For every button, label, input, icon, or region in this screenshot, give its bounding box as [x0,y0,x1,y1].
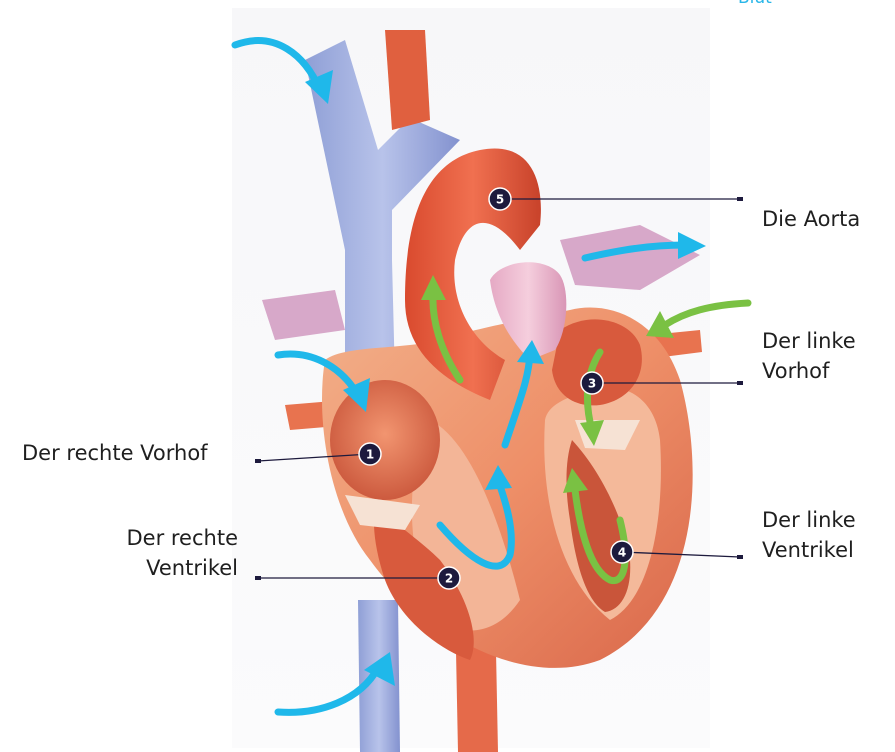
label-left-ventricle-line-1: Der linke [762,505,856,535]
marker-number-left-atrium: 3 [588,377,596,391]
marker-number-left-ventricle: 4 [618,546,626,560]
label-left-atrium-line-2: Vorhof [762,356,856,386]
leader-end-right-atrium [255,459,261,463]
label-right-ventricle: Der rechte Ventrikel [126,523,238,583]
label-right-atrium-line: Der rechte Vorhof [22,438,208,468]
right-atrium-chamber [330,380,440,500]
label-left-atrium: Der linke Vorhof [762,326,856,386]
marker-number-right-ventricle: 2 [445,572,453,586]
aorta-top-stem [385,30,430,130]
leader-end-aorta [737,197,743,201]
label-left-atrium-line-1: Der linke [762,326,856,356]
label-aorta-line: Die Aorta [762,204,860,234]
label-right-atrium: Der rechte Vorhof [22,438,208,468]
leader-end-left-atrium [737,381,743,385]
label-aorta: Die Aorta [762,204,860,234]
label-left-ventricle: Der linke Ventrikel [762,505,856,565]
marker-number-right-atrium: 1 [366,448,374,462]
leader-end-left-ventricle [737,555,743,559]
label-right-ventricle-line-1: Der rechte [126,523,238,553]
leader-end-right-ventricle [255,576,261,580]
label-left-ventricle-line-2: Ventrikel [762,535,856,565]
marker-number-aorta: 5 [496,193,504,207]
label-right-ventricle-line-2: Ventrikel [126,553,238,583]
